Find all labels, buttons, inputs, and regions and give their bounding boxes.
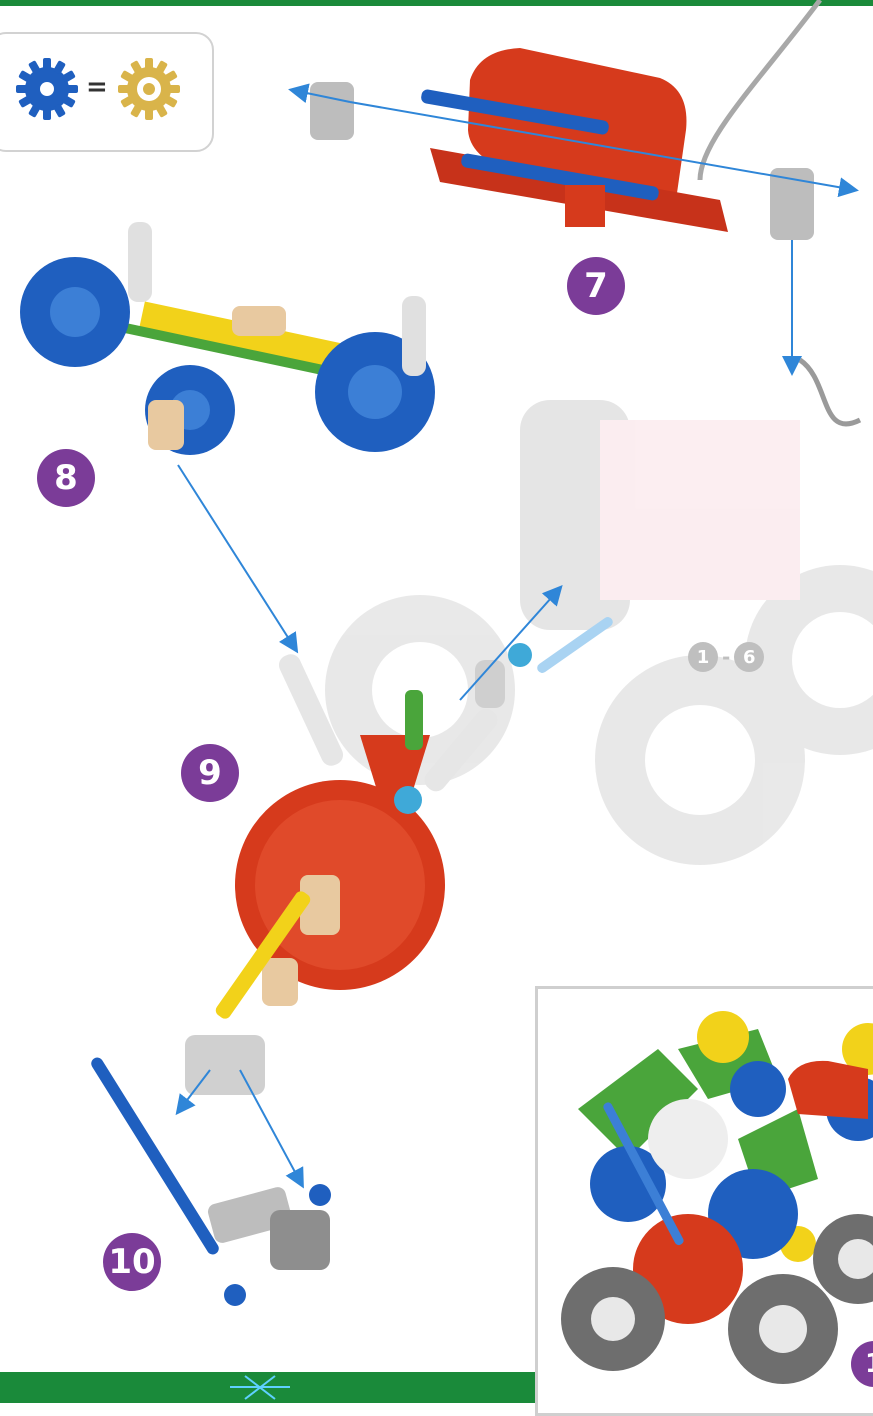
cable-lower [800,360,860,424]
step-badge-8: 8 [37,449,95,507]
ref-step-start: 1 [688,642,718,672]
step-badge-7: 7 [567,257,625,315]
bottom-border [0,1372,535,1403]
gear-axle-assembly [20,222,435,455]
cable [700,0,820,180]
ref-step-end: 6 [734,642,764,672]
snowflake-emblem-icon [220,1374,300,1401]
motor-assembly [420,48,728,232]
step-badge-9: 9 [181,744,239,802]
steps-reference-badge: 1 - 6 [688,640,764,674]
step-badge-10: 10 [103,1233,161,1291]
completed-model-inset: 1 [535,986,873,1416]
ref-dash: - [722,645,730,669]
completed-model-illustration [538,989,873,1416]
